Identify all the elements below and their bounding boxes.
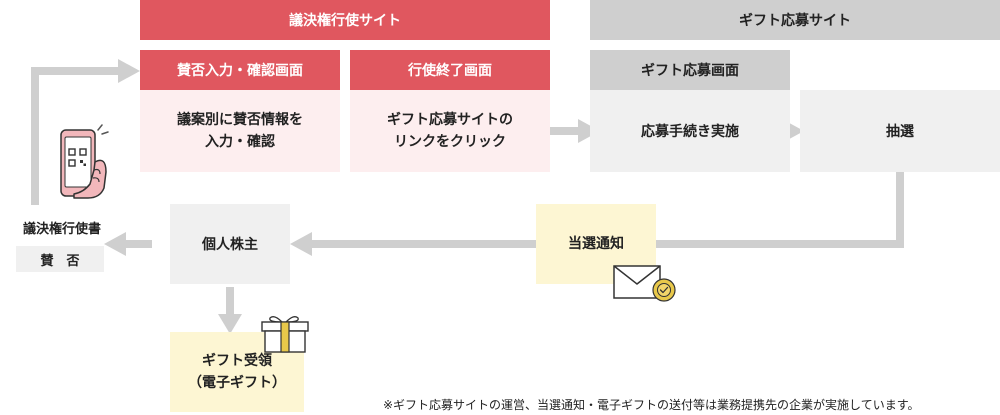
vote-complete-line-1: ギフト応募サイトの — [387, 112, 513, 128]
arrowhead-down-1 — [218, 314, 242, 334]
vote-complete-line-2: リンクをクリック — [394, 134, 506, 150]
connector-notice-to-shareholder — [310, 240, 536, 248]
gift-apply-header: ギフト応募画面 — [590, 50, 790, 90]
lottery-box: 抽選 — [800, 90, 1000, 172]
voting-site-title: 議決権行使サイト — [140, 0, 550, 40]
individual-shareholder-box: 個人株主 — [170, 204, 290, 284]
vote-input-line-1: 議案別に賛否情報を — [177, 112, 303, 128]
arrowhead-left-1 — [290, 232, 312, 256]
gift-box-icon — [261, 316, 309, 353]
vote-input-line-2: 入力・確認 — [205, 134, 275, 150]
vote-complete-box: ギフト応募サイトの リンクをクリック — [350, 90, 550, 172]
footnote: ※ギフト応募サイトの運営、当選通知・電子ギフトの送付等は業務提携先の企業が実施し… — [383, 398, 920, 412]
envelope-medal-icon — [613, 265, 676, 302]
voting-document-label: 議決権行使書 — [22, 221, 101, 237]
connector-lottery-to-notice — [656, 240, 904, 248]
connector-shareholder-to-left — [124, 240, 152, 248]
gift-receipt-line-1: ギフト受領 — [202, 353, 272, 369]
arrowhead-right-1 — [118, 59, 140, 83]
vote-input-header: 賛否入力・確認画面 — [140, 50, 340, 90]
connector-shareholder-down — [226, 287, 234, 317]
vote-label-box: 賛 否 — [16, 246, 104, 272]
vote-input-box: 議案別に賛否情報を 入力・確認 — [140, 90, 340, 172]
gift-receipt-line-2: （電子ギフト） — [188, 375, 286, 391]
gift-apply-box: 応募手続き実施 — [590, 90, 790, 172]
gift-site-title: ギフト応募サイト — [590, 0, 1000, 40]
phone-qr-icon — [60, 124, 109, 199]
connector-step2-to-gift — [550, 127, 580, 135]
vote-complete-header: 行使終了画面 — [350, 50, 550, 90]
arrowhead-left-2 — [104, 232, 126, 256]
connector-left-vertical — [31, 67, 39, 205]
connector-left-top — [31, 67, 119, 75]
connector-lottery-down — [896, 172, 904, 248]
arrowhead-right-2 — [578, 119, 600, 143]
